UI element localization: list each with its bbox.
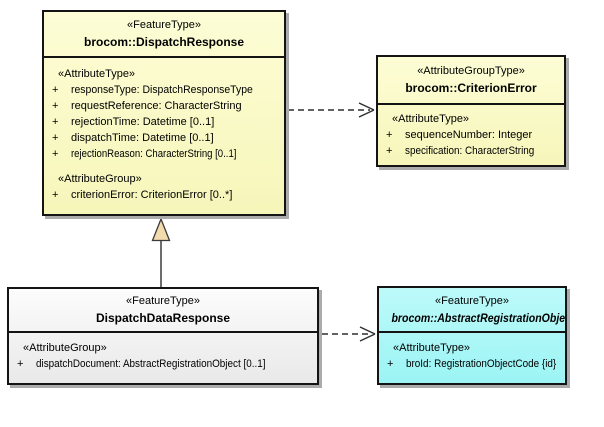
attribute-text: requestReference: CharacterString	[71, 100, 242, 112]
section-label: «AttributeGroup»	[58, 173, 142, 185]
visibility-symbol: +	[387, 358, 394, 370]
class-name: brocom::DispatchResponse	[83, 35, 245, 49]
class-attribute-compartment: «AttributeType» + responseType: Dispatch…	[44, 58, 284, 203]
attribute-row[interactable]: + requestReference: CharacterString	[44, 98, 284, 114]
visibility-symbol: +	[386, 129, 393, 141]
attribute-row[interactable]: + broId: RegistrationObjectCode {id}	[379, 356, 565, 372]
class-name: brocom::AbstractRegistrationObject	[391, 311, 565, 325]
dependency-connector-criterion-error[interactable]	[288, 102, 375, 118]
class-box-criterion-error[interactable]: «AttributeGroupType» brocom::CriterionEr…	[376, 55, 566, 167]
attribute-row[interactable]: + sequenceNumber: Integer	[378, 127, 564, 143]
visibility-symbol: +	[52, 132, 59, 144]
generalization-triangle-icon	[151, 217, 171, 242]
class-name: brocom::CriterionError	[405, 81, 537, 95]
attribute-row[interactable]: + rejectionReason: CharacterString [0..1…	[44, 146, 284, 162]
class-header: «FeatureType» brocom::AbstractRegistrati…	[379, 288, 565, 333]
class-header: «FeatureType» DispatchDataResponse	[9, 289, 317, 333]
class-box-dispatch-data-response[interactable]: «FeatureType» DispatchDataResponse «Attr…	[7, 287, 319, 385]
attribute-text: sequenceNumber: Integer	[405, 129, 533, 141]
attribute-text: dispatchTime: Datetime [0..1]	[71, 132, 214, 144]
visibility-symbol: +	[17, 358, 24, 370]
section-label: «AttributeType»	[58, 68, 136, 80]
attribute-text: responseType: DispatchResponseType	[71, 84, 253, 96]
stereotype-label: «AttributeGroupType»	[417, 65, 525, 77]
attribute-row[interactable]: + responseType: DispatchResponseType	[44, 82, 284, 98]
attribute-text: dispatchDocument: AbstractRegistrationOb…	[36, 358, 266, 370]
class-name: DispatchDataResponse	[95, 311, 231, 325]
visibility-symbol: +	[52, 116, 59, 128]
class-attribute-compartment: «AttributeType» + broId: RegistrationObj…	[379, 333, 565, 372]
attribute-text: rejectionTime: Datetime [0..1]	[71, 116, 215, 128]
section-label: «AttributeType»	[392, 113, 470, 125]
attribute-row[interactable]: + dispatchDocument: AbstractRegistration…	[9, 356, 317, 372]
stereotype-label: «FeatureType»	[127, 19, 201, 31]
visibility-symbol: +	[386, 145, 393, 157]
class-header: «FeatureType» brocom::DispatchResponse	[44, 12, 284, 58]
attribute-row[interactable]: + dispatchTime: Datetime [0..1]	[44, 130, 284, 146]
section-label: «AttributeType»	[393, 342, 471, 354]
attribute-row[interactable]: + specification: CharacterString	[378, 143, 564, 159]
visibility-symbol: +	[52, 100, 59, 112]
attribute-row[interactable]: + criterionError: CriterionError [0..*]	[44, 187, 284, 203]
class-box-abstract-registration-object[interactable]: «FeatureType» brocom::AbstractRegistrati…	[377, 286, 567, 385]
class-box-dispatch-response[interactable]: «FeatureType» brocom::DispatchResponse «…	[42, 10, 286, 216]
visibility-symbol: +	[52, 148, 59, 160]
stereotype-label: «FeatureType»	[435, 295, 509, 307]
class-header: «AttributeGroupType» brocom::CriterionEr…	[378, 57, 564, 105]
class-attribute-compartment: «AttributeGroup» + dispatchDocument: Abs…	[9, 333, 317, 372]
generalization-connector[interactable]	[151, 217, 171, 287]
section-label: «AttributeGroup»	[23, 342, 107, 354]
attribute-text: criterionError: CriterionError [0..*]	[71, 189, 233, 201]
attribute-text: specification: CharacterString	[405, 145, 535, 157]
stereotype-label: «FeatureType»	[126, 295, 200, 307]
attribute-text: rejectionReason: CharacterString [0..1]	[71, 148, 237, 160]
dependency-connector-abstract-registration-object[interactable]	[322, 326, 376, 342]
visibility-symbol: +	[52, 189, 59, 201]
attribute-text: broId: RegistrationObjectCode {id}	[406, 358, 557, 370]
class-attribute-compartment: «AttributeType» + sequenceNumber: Intege…	[378, 105, 564, 159]
attribute-row[interactable]: + rejectionTime: Datetime [0..1]	[44, 114, 284, 130]
visibility-symbol: +	[52, 84, 59, 96]
